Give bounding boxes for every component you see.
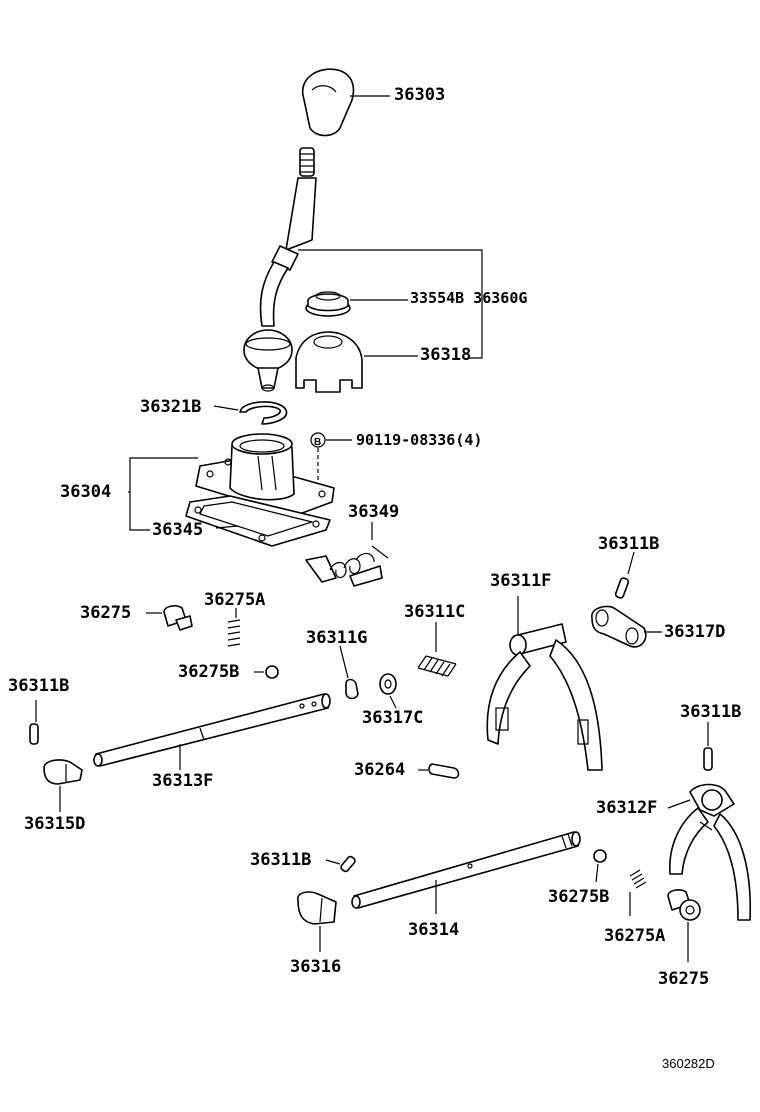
label-90119-08336: 90119-08336(4) (356, 431, 482, 449)
label-36275b-left: 36275B (178, 662, 239, 682)
shift-lever-housing-part (195, 433, 335, 517)
housing-gasket-part (185, 495, 331, 547)
snap-ring-part (239, 401, 288, 425)
label-36275a-right: 36275A (604, 926, 665, 946)
washer-part (379, 673, 397, 695)
label-36275-right: 36275 (658, 969, 709, 989)
compression-spring-part (417, 655, 457, 677)
select-return-spring-part (305, 545, 389, 587)
label-36311b-top: 36311B (598, 534, 659, 554)
label-36318: 36318 (420, 345, 471, 365)
roll-pin-bottom-part (340, 855, 356, 873)
diagram-code: 360282D (662, 1056, 715, 1071)
label-36311b-bottom: 36311B (250, 850, 311, 870)
detent-ball-left-part (265, 665, 279, 679)
label-36313f: 36313F (152, 771, 213, 791)
label-36321b: 36321B (140, 397, 201, 417)
label-36311g: 36311G (306, 628, 367, 648)
shift-boot-cap-part (305, 291, 351, 317)
bolt-marker-letter: B (314, 437, 321, 448)
label-36316: 36316 (290, 957, 341, 977)
screw-plug-left-part (163, 605, 193, 631)
shift-fork-lower-part (669, 783, 752, 921)
label-36275b-right: 36275B (548, 887, 609, 907)
detent-spring-right-part (629, 869, 647, 889)
label-36317d: 36317D (664, 622, 725, 642)
roll-pin-right-part (703, 747, 713, 771)
roll-pin-left-part (29, 723, 39, 745)
shift-fork-shaft-upper-part (93, 693, 331, 767)
label-36303: 36303 (394, 85, 445, 105)
label-36275a-left: 36275A (204, 590, 265, 610)
roll-pin-part (614, 577, 630, 599)
shift-lever-part (243, 147, 317, 392)
label-36311f: 36311F (490, 571, 551, 591)
label-33554b-36360g: 33554B 36360G (410, 289, 527, 307)
snap-ring-small-part (345, 678, 359, 700)
shift-head-left-part (43, 759, 83, 785)
shift-head-bottom-part (297, 891, 337, 925)
label-36264: 36264 (354, 760, 405, 780)
label-36311b-right: 36311B (680, 702, 741, 722)
label-36311b-left: 36311B (8, 676, 69, 696)
label-36312f: 36312F (596, 798, 657, 818)
shift-knob-part (302, 68, 355, 137)
shift-fork-upper-part (486, 623, 603, 771)
shift-retainer-part (295, 331, 363, 393)
label-36315d: 36315D (24, 814, 85, 834)
label-36275-left: 36275 (80, 603, 131, 623)
label-36311c: 36311C (404, 602, 465, 622)
screw-plug-right-part (667, 889, 701, 921)
label-36317c: 36317C (362, 708, 423, 728)
interlock-pin-part (428, 763, 460, 779)
label-36345: 36345 (152, 520, 203, 540)
label-36349: 36349 (348, 502, 399, 522)
label-36304: 36304 (60, 482, 111, 502)
bolt-marker-circle (310, 432, 326, 448)
label-36314: 36314 (408, 920, 459, 940)
detent-spring-left-part (227, 619, 241, 647)
detent-ball-right-part (593, 849, 607, 863)
shift-head-part (591, 605, 647, 648)
shift-fork-shaft-lower-part (351, 831, 581, 909)
